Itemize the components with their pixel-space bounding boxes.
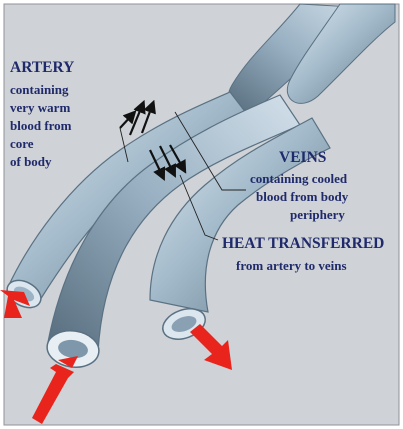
veins-line: containing cooled (250, 171, 348, 186)
veins-line: blood from body (256, 189, 349, 204)
artery-line: core (10, 136, 34, 151)
heat-title: HEAT TRANSFERRED (222, 235, 384, 252)
artery-title: ARTERY (10, 59, 74, 76)
artery-line: blood from (10, 118, 72, 133)
artery-line: of body (10, 154, 52, 169)
artery-line: containing (10, 82, 69, 97)
artery-line: very warm (10, 100, 70, 115)
veins-line: periphery (290, 207, 345, 222)
veins-title: VEINS (279, 149, 326, 166)
heat-line: from artery to veins (236, 258, 347, 273)
